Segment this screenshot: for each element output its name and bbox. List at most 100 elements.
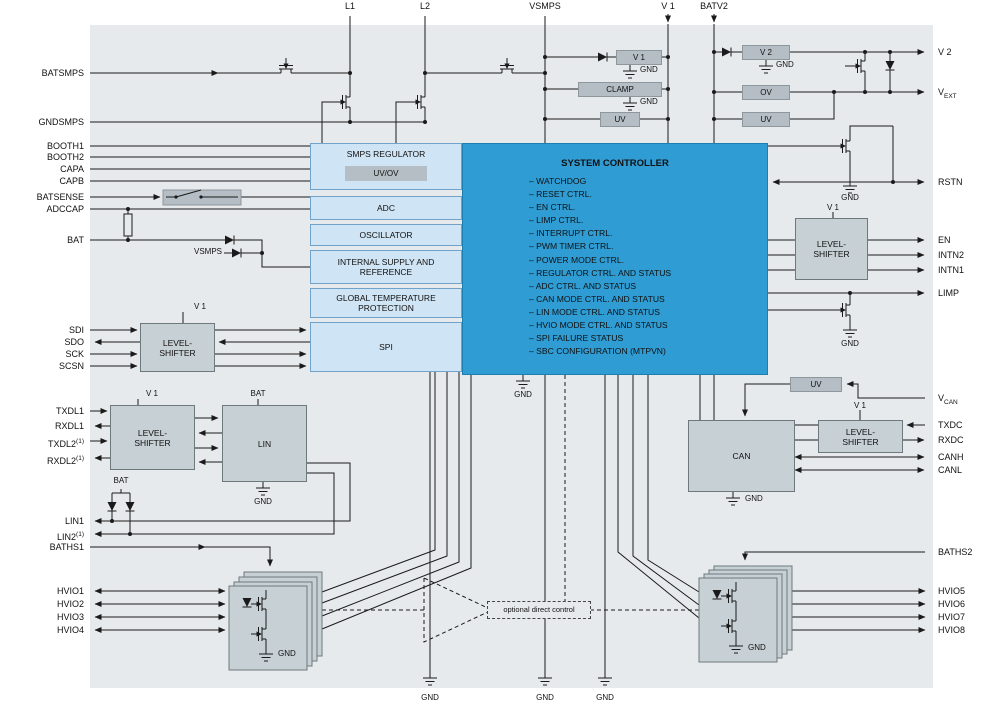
gnd-label: GND [640,97,658,106]
pin-label-bat: BAT [67,235,84,245]
pin-label-canl: CANL [938,465,963,475]
pin-label-booth2: BOOTH2 [46,152,84,162]
pin-label-hvio8: HVIO8 [938,625,966,635]
gnd-label: GND [514,390,532,399]
uv-box-v2: UV [742,112,790,127]
pin-label-rstn: RSTN [938,177,963,187]
optional-control-wires [322,375,699,643]
pin-label-rxdc: RXDC [938,435,964,445]
v2-regulator-box: V 2 [742,45,790,60]
v1-label-spi-ls: V 1 [193,302,207,311]
controller-item: – CAN MODE CTRL. AND STATUS [529,293,665,304]
pin-label-batsmps: BATSMPS [41,68,84,78]
pin-label-hvio5: HVIO5 [938,586,966,596]
pin-label-capa: CAPA [60,164,84,174]
pin-label-gndsmps: GNDSMPS [38,117,84,127]
gnd-label: GND [254,497,272,506]
controller-item: – PWM TIMER CTRL. [529,241,614,252]
system-controller-title: SYSTEM CONTROLLER [561,158,669,169]
diode-icon [231,248,242,258]
diode-icon [125,501,135,512]
gnd-label: GND [745,494,763,503]
pin-label-vcan: VCAN [938,393,958,406]
pin-label-sck: SCK [65,349,84,359]
controller-item: – ADC CTRL. AND STATUS [529,280,637,291]
controller-item: – POWER MODE CTRL. [529,254,625,265]
mosfet-icon [409,87,426,117]
pin-label-booth1: BOOTH1 [46,141,84,151]
bat-label-lin-diodes: BAT [113,476,129,485]
pin-label-hvio6: HVIO6 [938,599,966,609]
pin-label-l1: L1 [344,1,356,11]
uv-box-vsmps: UV [600,112,640,127]
pin-label-lin2: LIN2(1) [57,531,84,542]
spi-title: SPI [379,342,393,352]
pin-label-adccap: ADCCAP [46,204,84,214]
pin-label-sdo: SDO [64,337,84,347]
ground-icon [842,323,858,338]
smps-regulator-title: SMPS REGULATOR [346,149,426,159]
mosfet-icon [849,51,866,81]
level-shifter-en-block: LEVEL-SHIFTER [795,218,868,280]
temperature-protection-title: GLOBAL TEMPERATURE PROTECTION [336,293,436,313]
pin-label-baths2: BATHS2 [938,547,973,557]
pin-label-hvio4: HVIO4 [56,625,84,635]
pin-label-lin1: LIN1 [64,516,84,526]
temperature-protection-block: GLOBAL TEMPERATURE PROTECTION [310,288,462,318]
pin-label-txdl1: TXDL1 [55,406,84,416]
ground-icon [622,64,638,79]
ground-icon [725,491,741,506]
controller-item: – INTERRUPT CTRL. [529,228,613,239]
pin-label-l2: L2 [419,1,431,11]
gnd-label: GND [841,193,859,202]
pin-label-vext: VEXT [938,87,957,100]
internal-supply-block: INTERNAL SUPPLY AND REFERENCE [310,250,462,284]
diode-icon [721,47,732,57]
resistor-icon [123,213,133,237]
gnd-label: GND [640,65,658,74]
pin-label-batv2: BATV2 [700,1,728,11]
ground-icon [537,671,553,686]
controller-item: – RESET CTRL. [529,189,592,200]
ground-icon [622,96,638,111]
v1-regulator-box: V 1 [616,50,662,65]
gnd-label: GND [536,693,554,702]
pin-label-hvio1: HVIO1 [56,586,84,596]
mosfet-icon [492,57,522,74]
controller-item: – EN CTRL. [529,202,576,213]
pin-label-txdl2: TXDL2(1) [48,438,84,449]
ground-icon [422,671,438,686]
level-shifter-can-block: LEVEL-SHIFTER [818,420,903,453]
oscillator-block: OSCILLATOR [310,224,462,246]
pin-label-rxdl2: RXDL2(1) [47,455,84,466]
diode-icon [224,235,235,245]
uv-ov-badge: UV/OV [345,166,427,181]
diode-icon [597,52,608,62]
bat-label-lin: BAT [250,389,266,398]
optional-direct-control-label: optional direct control [487,601,591,619]
uv-box-vcan: UV [790,377,842,392]
controller-item: – WATCHDOG [529,176,587,186]
gnd-label: GND [278,649,296,658]
ov-box: OV [742,85,790,100]
ground-icon [597,671,613,686]
v1-label-lin-ls: V 1 [145,389,159,398]
controller-item: – REGULATOR CTRL. AND STATUS [529,267,672,278]
pin-label-txdc: TXDC [938,420,963,430]
pin-label-scsn: SCSN [58,361,84,371]
controller-item: – LIN MODE CTRL. AND STATUS [529,306,660,317]
pin-label-capb: CAPB [59,176,84,186]
gnd-label: GND [596,693,614,702]
can-block: CAN [688,420,795,492]
system-controller-block: SYSTEM CONTROLLER – WATCHDOG – RESET CTR… [462,143,768,375]
pin-label-intn1: INTN1 [938,265,965,275]
mosfet-icon [334,87,351,117]
gnd-label: GND [776,60,794,69]
hvio-stack-left [228,571,323,671]
hvio-stack-right [698,565,793,663]
ground-icon [758,59,774,74]
junction-dots [110,50,895,536]
controller-item: – LIMP CTRL. [529,215,584,226]
lin-block: LIN [222,405,307,482]
pin-label-limp: LIMP [938,288,960,298]
